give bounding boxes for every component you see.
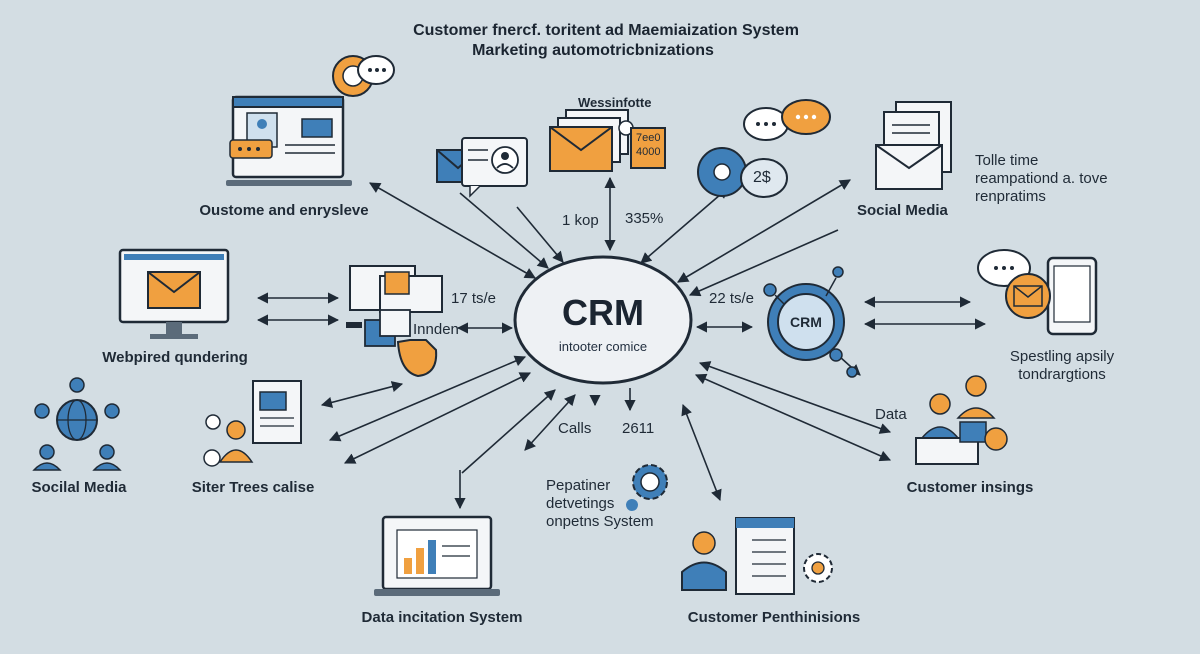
- settings-gear-icon: [626, 464, 668, 511]
- arrow-email: [516, 206, 564, 263]
- label-data: Data: [875, 406, 907, 423]
- node-social-media-label: Social Media: [857, 202, 948, 219]
- chat-currency-label: 2$: [753, 169, 771, 186]
- node-right-lower-line2: tondrargtions: [1018, 366, 1106, 383]
- chat-bubbles-icon: [697, 99, 831, 198]
- arrow-top-left-inner: [459, 192, 549, 269]
- arrow-right-lower-2: [694, 373, 892, 462]
- node-webpired-label: Webpired qundering: [102, 349, 248, 366]
- arrow-bottom-right: [681, 403, 722, 502]
- node-far-left-label: Socilal Media: [31, 479, 127, 496]
- crm-hub-subtitle: intooter comice: [558, 339, 648, 354]
- diagram-subtitle: Marketing automotricbnizations: [472, 42, 714, 59]
- tag-4000: 4000: [636, 146, 661, 158]
- documents-envelope-icon: [875, 101, 952, 190]
- node-customer-penth-label: Customer Penthinisions: [687, 609, 861, 626]
- arrow-bottom-left: [524, 394, 576, 451]
- node-right-lower-line1: Spestling apsily: [1009, 348, 1115, 365]
- node-left-lower-label: Siter Trees calise: [191, 479, 315, 496]
- arrow-right-top-2: [688, 229, 839, 297]
- node-top-left-label: Oustome and enrysleve: [199, 202, 369, 219]
- right-note-line3: renpratims: [975, 188, 1046, 205]
- node-bottom-center-line2: detvetings: [546, 495, 615, 512]
- label-1-kop: 1 kop: [562, 212, 599, 229]
- arrow-top-left: [369, 182, 536, 279]
- right-note-line1: Tolle time: [975, 152, 1039, 169]
- tag-7ee0: 7ee0: [636, 132, 661, 144]
- node-customer-insings-label: Customer insings: [906, 479, 1034, 496]
- screens-hand-icon: [346, 265, 443, 378]
- label-innden: Innden: [413, 321, 459, 338]
- newsletter-envelopes-icon: [549, 109, 666, 172]
- label-calls: Calls: [558, 420, 592, 437]
- node-bottom-center-line1: Pepatiner: [546, 477, 611, 494]
- arrow-left-lower: [320, 381, 404, 408]
- person-document-icon: [203, 380, 302, 467]
- phone-chat-icon: [977, 249, 1098, 336]
- crm-gear-icon: [763, 266, 858, 378]
- diagram-title: Customer fnercf. toritent ad Maemiaizati…: [413, 22, 799, 39]
- label-17-ts: 17 ts/e: [451, 290, 497, 307]
- laptop-chart-icon: [374, 515, 500, 596]
- node-bottom-center-line3: onpetns System: [546, 513, 654, 530]
- arrow-right-top: [677, 179, 851, 283]
- node-website-caption: Wessinfotte: [578, 95, 652, 110]
- browser-window-icon: [226, 55, 395, 186]
- gear-crm-badge: CRM: [790, 314, 822, 330]
- email-profile-icon: [436, 137, 528, 198]
- crm-hub: CRM intooter comice: [516, 257, 690, 383]
- node-data-system-label: Data incitation System: [361, 609, 523, 626]
- label-335-percent: 335%: [625, 210, 664, 227]
- monitor-email-icon: [118, 248, 230, 339]
- crm-hub-title: CRM: [562, 292, 644, 333]
- right-note-line2: reampationd a. tove: [975, 170, 1108, 187]
- crm-hub-ellipse: [513, 255, 693, 385]
- social-network-globe-icon: [32, 377, 122, 471]
- arrow-left-lower-3: [343, 372, 532, 464]
- arrow-right-lower: [698, 361, 892, 434]
- person-checklist-icon: [681, 517, 833, 595]
- label-22-ts: 22 ts/e: [709, 290, 755, 307]
- customer-team-icon: [915, 375, 1008, 465]
- label-2611: 2611: [622, 420, 655, 437]
